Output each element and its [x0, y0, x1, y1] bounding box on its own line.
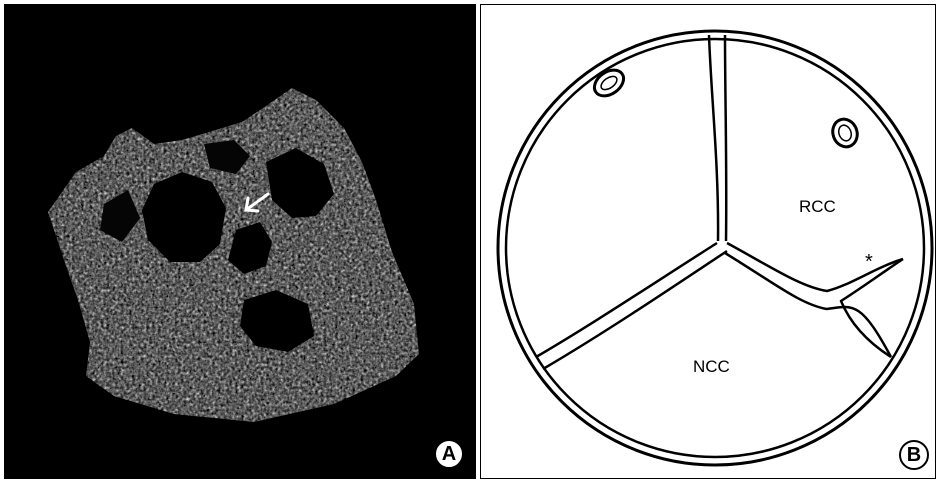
panel-a-badge: A	[434, 439, 464, 469]
coronary-ostium-right	[829, 116, 861, 151]
ncc-label: NCC	[693, 357, 730, 377]
aortic-valve-diagram	[481, 5, 937, 480]
echocardiogram-panel: A	[4, 4, 476, 479]
panel-b-badge: B	[899, 440, 929, 470]
echocardiogram-image	[4, 4, 476, 479]
rcc-label: RCC	[799, 197, 836, 217]
asterisk-marker: *	[865, 251, 873, 274]
valve-schematic-panel: RCC NCC * B	[480, 4, 936, 479]
coronary-ostium-left	[590, 65, 629, 101]
